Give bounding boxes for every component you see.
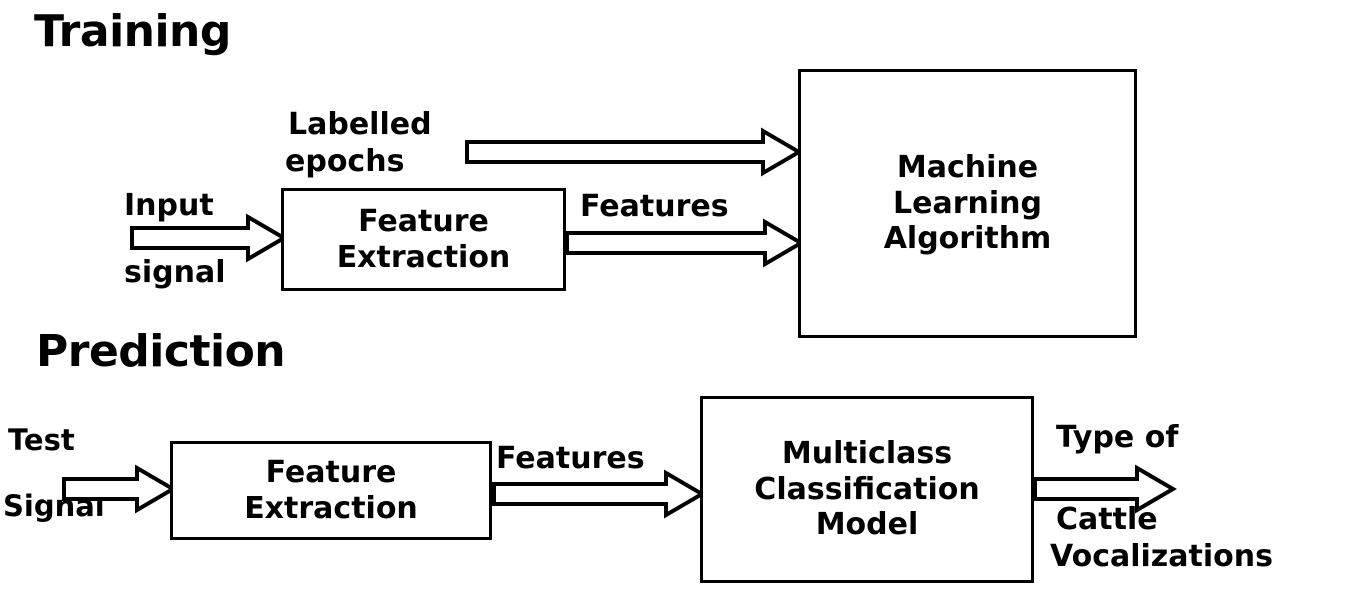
block-arrow-right-icon (492, 469, 706, 519)
prediction-features-arrow (492, 469, 706, 519)
input-signal-label-line2: signal (124, 255, 226, 290)
training-features-arrow (565, 218, 805, 268)
block-arrow-right-icon (62, 464, 177, 514)
prediction-feature-extraction-label: Feature Extraction (244, 455, 418, 526)
block-arrow-right-icon (1033, 464, 1177, 514)
training-features-label: Features (580, 189, 729, 224)
training-section-title: Training (34, 6, 231, 57)
input-signal-arrow (130, 213, 288, 263)
prediction-feature-extraction-box[interactable]: Feature Extraction (170, 441, 492, 540)
multiclass-classification-model-label: Multiclass Classification Model (754, 436, 980, 543)
output-arrow (1033, 464, 1177, 514)
test-signal-arrow (62, 464, 177, 514)
block-arrow-right-icon (465, 127, 803, 177)
input-signal-label-line1: Input (124, 188, 214, 223)
machine-learning-algorithm-box[interactable]: Machine Learning Algorithm (798, 69, 1137, 338)
machine-learning-algorithm-label: Machine Learning Algorithm (883, 150, 1052, 257)
training-feature-extraction-label: Feature Extraction (336, 204, 511, 275)
prediction-features-label: Features (496, 441, 645, 476)
labelled-epochs-label-line2: epochs (285, 144, 405, 179)
output-label-line3: Vocalizations (1050, 539, 1273, 574)
block-arrow-right-icon (565, 218, 805, 268)
block-arrow-right-icon (130, 213, 288, 263)
output-label-line1: Type of (1056, 420, 1179, 455)
test-signal-label-line1: Test (8, 423, 75, 457)
labelled-epochs-label-line1: Labelled (288, 107, 432, 142)
training-feature-extraction-box[interactable]: Feature Extraction (281, 188, 566, 291)
multiclass-classification-model-box[interactable]: Multiclass Classification Model (700, 396, 1034, 583)
prediction-section-title: Prediction (36, 326, 286, 377)
labelled-epochs-arrow (465, 127, 803, 177)
